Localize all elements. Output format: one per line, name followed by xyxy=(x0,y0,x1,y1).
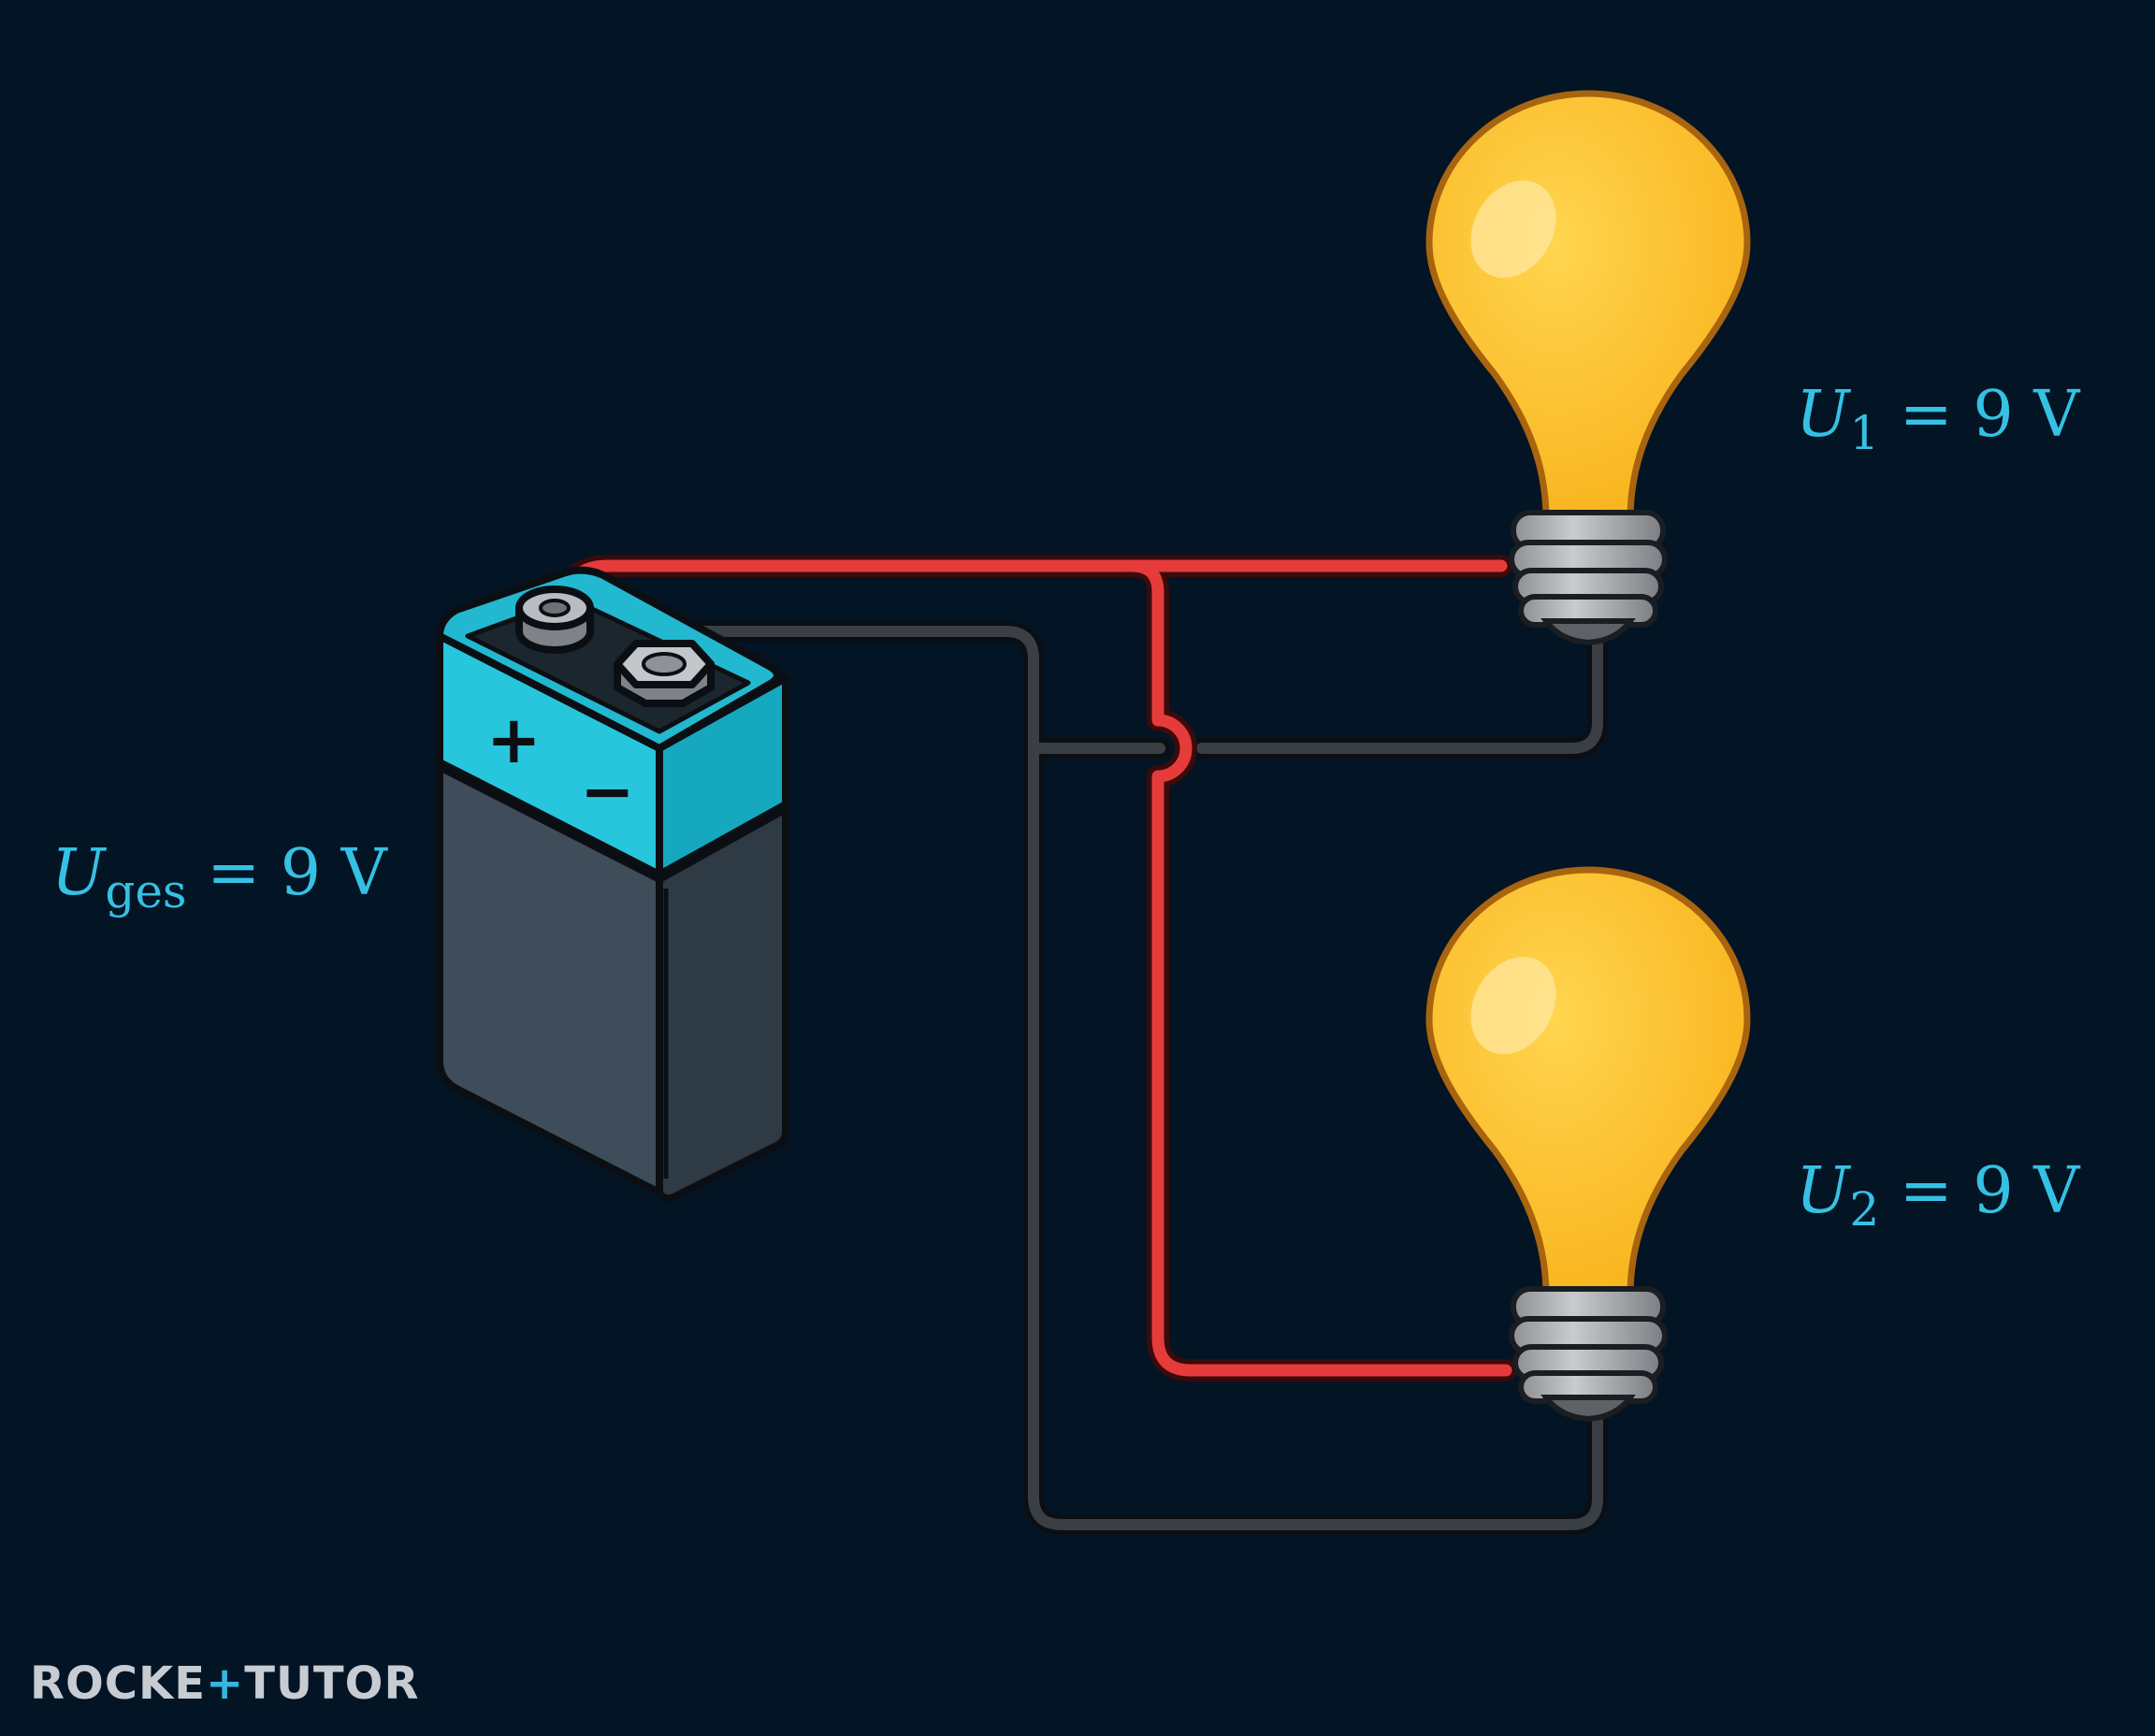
lamp1-voltage-value: = 9 V xyxy=(1899,378,2080,452)
lamp1-voltage-label: U1 = 9 V xyxy=(1796,383,2079,457)
battery-voltage-label: Uges = 9 V xyxy=(51,842,387,916)
battery-voltage-value: = 9 V xyxy=(207,836,387,910)
minus-sign: − xyxy=(580,753,635,830)
logo-part2: TUTOR xyxy=(244,1657,420,1710)
negative-terminal xyxy=(614,640,715,707)
plus-sign: + xyxy=(486,702,542,778)
logo-part1: ROCKE xyxy=(30,1657,206,1710)
lamp2-voltage-symbol: U xyxy=(1796,1154,1850,1228)
lamp2-voltage-label: U2 = 9 V xyxy=(1796,1160,2079,1234)
battery-voltage-subscript: ges xyxy=(105,864,187,919)
lamp2-voltage-subscript: 2 xyxy=(1849,1182,1880,1237)
battery-9v-icon xyxy=(436,566,789,1203)
light-bulb-icon xyxy=(1425,90,1751,646)
lamp1-voltage-symbol: U xyxy=(1796,378,1850,452)
logo-plus: + xyxy=(205,1657,245,1710)
lamp2-voltage-value: = 9 V xyxy=(1899,1154,2080,1228)
light-bulb-icon xyxy=(1425,866,1751,1423)
positive-terminal xyxy=(515,586,594,654)
rocket-tutor-logo: ROCKE+TUTOR xyxy=(30,1661,419,1706)
negative-wires xyxy=(691,621,1608,1535)
battery-voltage-symbol: U xyxy=(51,836,106,910)
lamp1-voltage-subscript: 1 xyxy=(1849,406,1880,460)
